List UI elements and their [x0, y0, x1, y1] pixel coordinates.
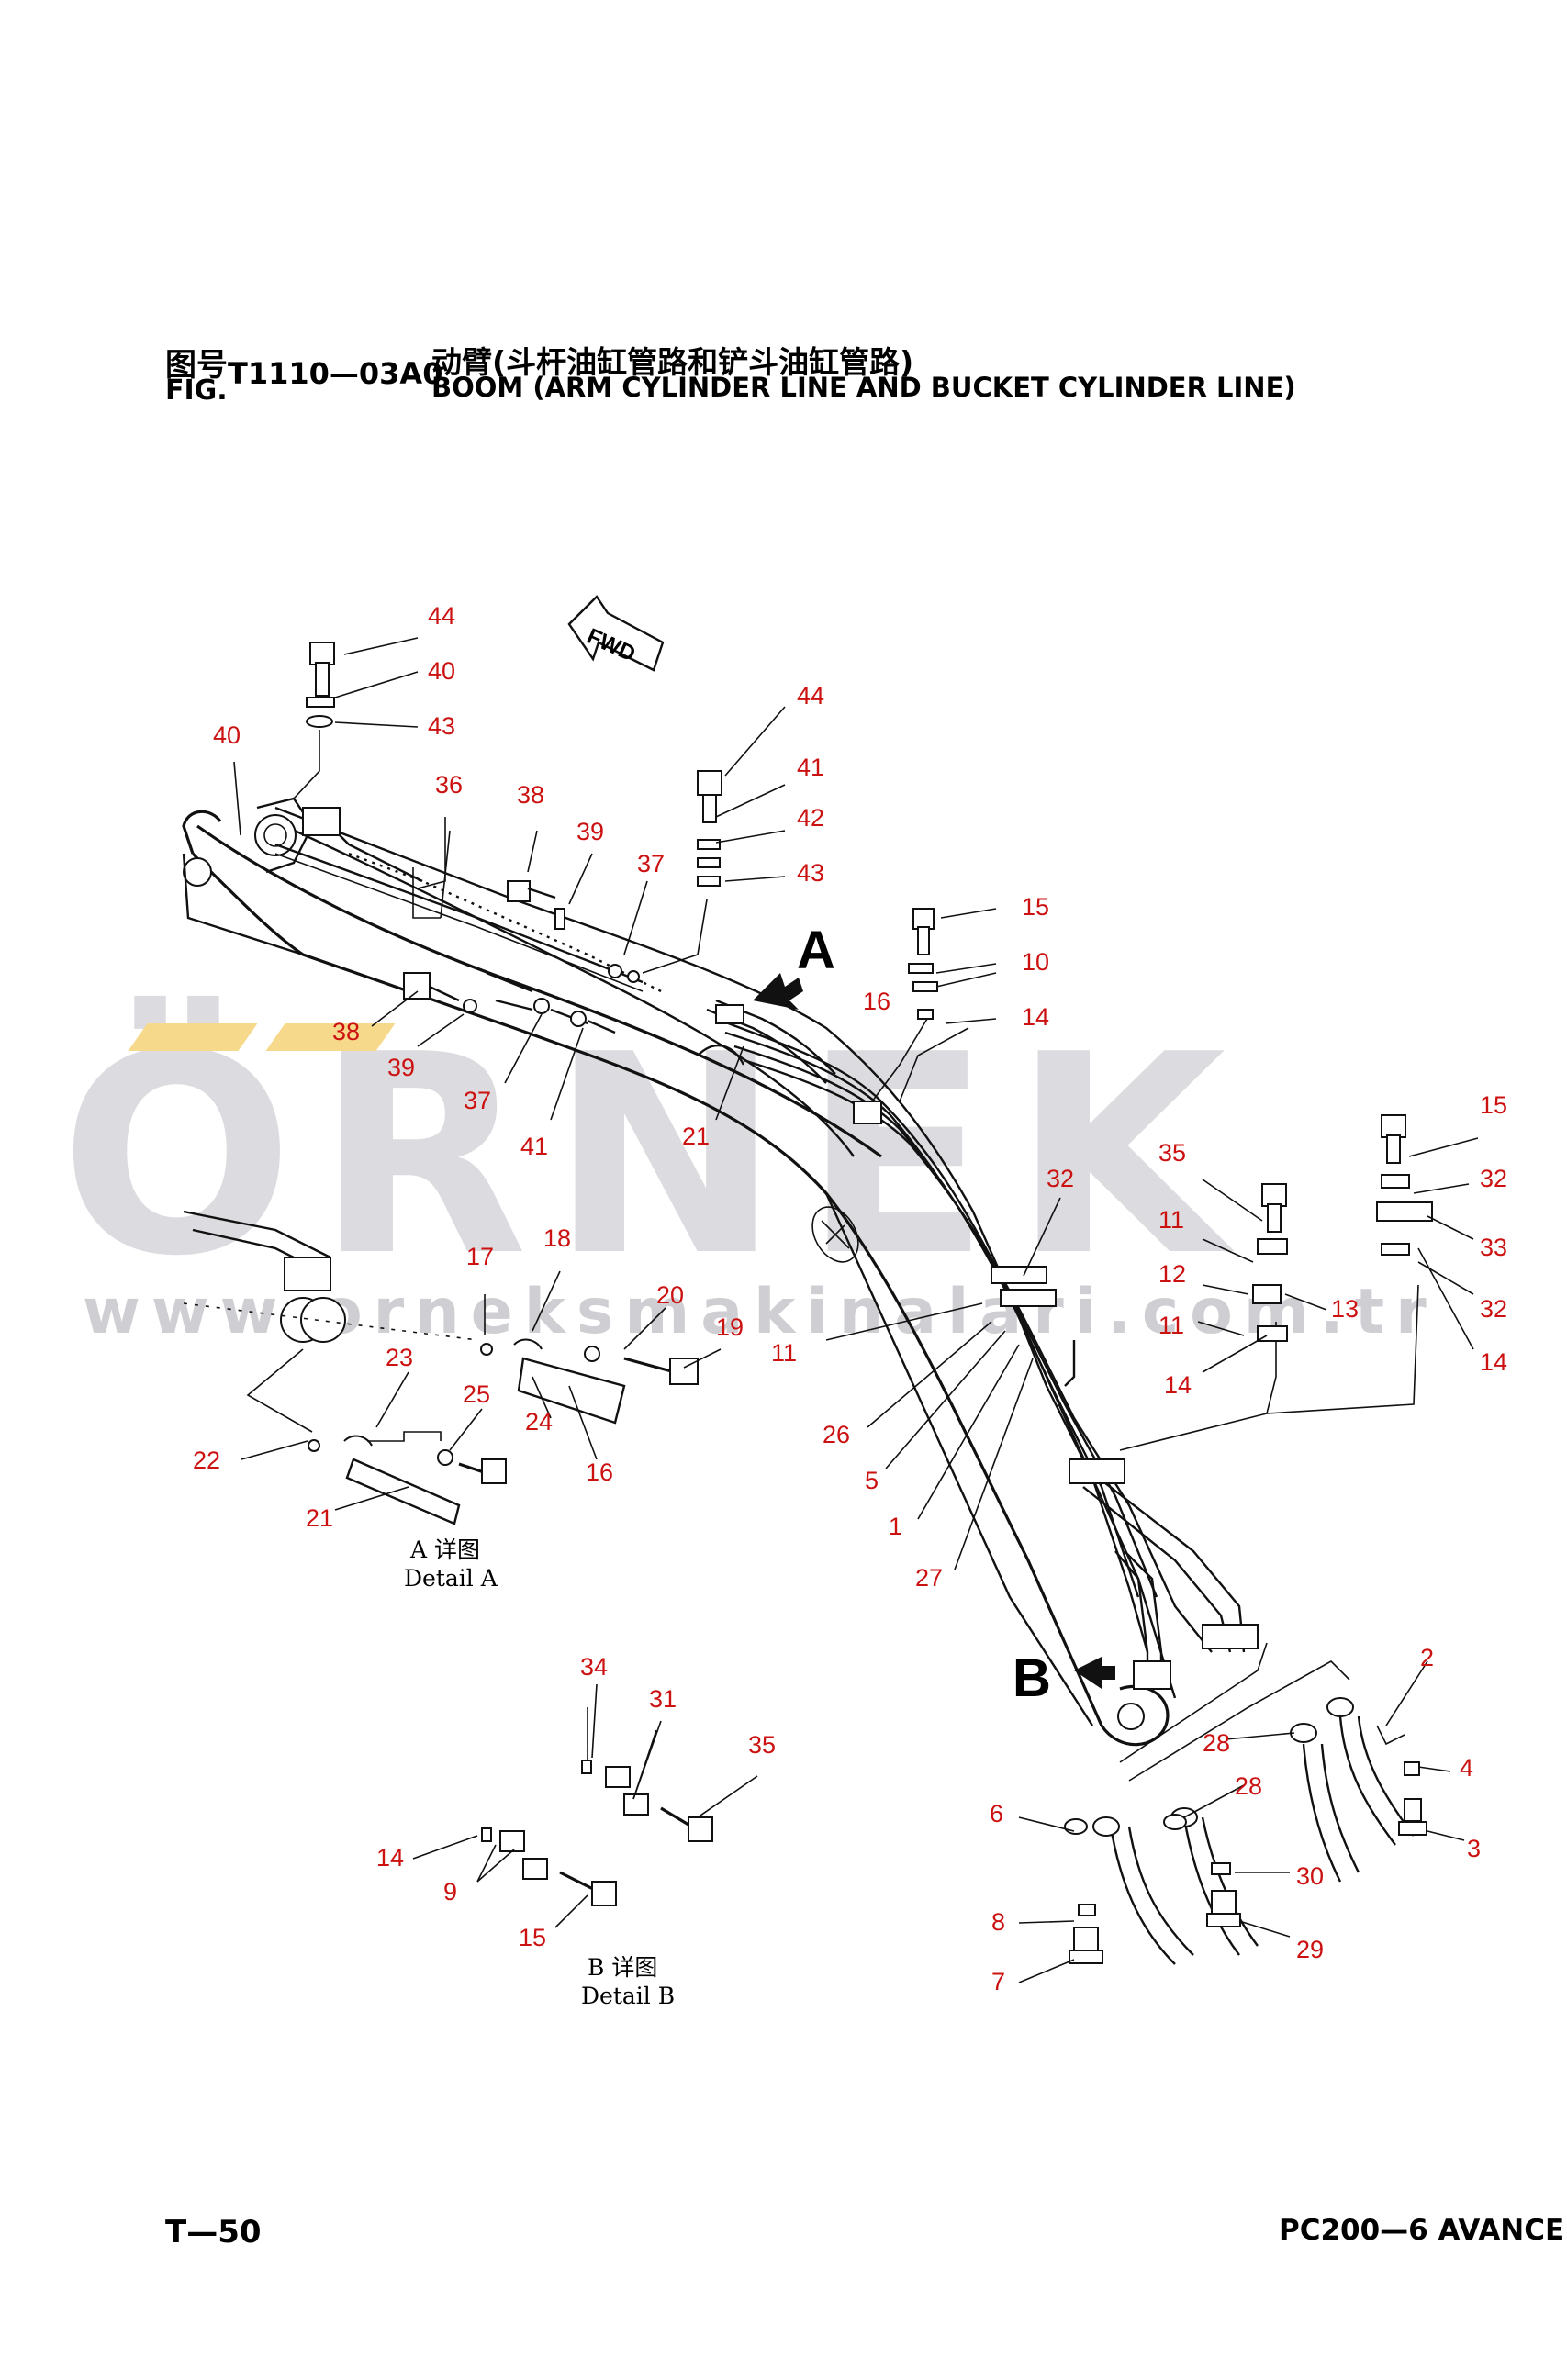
callout: 37 — [464, 1087, 491, 1114]
callout: 11 — [771, 1339, 797, 1367]
callout: 31 — [649, 1685, 677, 1713]
clamp-pieces — [348, 770, 938, 1124]
callout: 11 — [1158, 1206, 1184, 1234]
fwd-arrow-icon: FWD — [567, 595, 665, 672]
callout: 14 — [1022, 1003, 1049, 1031]
callout: 41 — [797, 754, 824, 781]
callout: 43 — [797, 859, 824, 887]
right-clamp-group — [1252, 1114, 1433, 1342]
callout: 27 — [915, 1564, 943, 1592]
callout: 36 — [435, 771, 463, 799]
callout: 35 — [748, 1731, 776, 1759]
callout: 14 — [1164, 1371, 1192, 1399]
detail-a-drawing — [183, 1210, 699, 1525]
callout: 4 — [1460, 1754, 1473, 1782]
view-marker-b: B — [1013, 1648, 1115, 1708]
callout: 1 — [889, 1513, 902, 1540]
callout: 28 — [1203, 1729, 1230, 1757]
callout: 32 — [1047, 1165, 1074, 1192]
callout: 26 — [823, 1421, 850, 1448]
page-number: T—50 — [165, 2214, 262, 2251]
detail-b-caption-en: Detail B — [581, 1983, 675, 2009]
callout: 18 — [543, 1224, 571, 1252]
callout: 11 — [1158, 1312, 1184, 1339]
title-cn: 动臂(斗杆油缸管路和铲斗油缸管路) — [431, 344, 914, 380]
callout: 34 — [580, 1653, 608, 1681]
callout: 7 — [991, 1968, 1005, 1995]
callout: 5 — [865, 1467, 879, 1494]
callout: 29 — [1296, 1936, 1324, 1963]
callout: 15 — [1480, 1091, 1507, 1119]
detail-a-caption-en: Detail A — [404, 1565, 498, 1592]
detail-b-caption-cn: B 详图 — [588, 1954, 657, 1981]
view-label-a: A — [797, 921, 835, 980]
leader-lines — [233, 637, 1479, 1983]
callout: 15 — [519, 1924, 546, 1951]
model-name: PC200—6 AVANCE — [1279, 2214, 1565, 2247]
callout: 6 — [990, 1800, 1003, 1827]
callout: 12 — [1158, 1260, 1186, 1288]
callout: 30 — [1296, 1862, 1324, 1890]
callout: 33 — [1480, 1234, 1507, 1261]
callout: 16 — [863, 988, 890, 1015]
callout: 10 — [1022, 948, 1049, 976]
top-bolt-group — [293, 642, 423, 883]
callout: 13 — [1331, 1295, 1359, 1323]
bottom-fittings — [1064, 1642, 1427, 1965]
callout: 39 — [576, 818, 604, 845]
callout: 38 — [517, 781, 544, 809]
callout: 40 — [213, 721, 241, 749]
callout: 25 — [463, 1380, 490, 1408]
callout: 32 — [1480, 1295, 1507, 1323]
callout: 43 — [428, 712, 455, 740]
fig-label-en: FIG. — [165, 374, 228, 407]
fig-number: T1110—03A0 — [228, 356, 443, 391]
callout: 17 — [466, 1243, 494, 1270]
callout: 23 — [386, 1344, 413, 1371]
detail-b-drawing — [476, 1707, 713, 1906]
callout: 28 — [1235, 1772, 1262, 1800]
title-en: BOOM (ARM CYLINDER LINE AND BUCKET CYLIN… — [431, 372, 1296, 403]
callout: 14 — [1480, 1348, 1507, 1376]
callout: 44 — [797, 682, 824, 710]
callout: 3 — [1467, 1835, 1481, 1862]
callout: 15 — [1022, 893, 1049, 921]
callout: 39 — [387, 1054, 415, 1081]
callout: 42 — [797, 804, 824, 832]
callout: 8 — [991, 1908, 1005, 1936]
callout: 22 — [193, 1447, 220, 1474]
callout: 21 — [306, 1504, 333, 1532]
callout: 14 — [376, 1844, 404, 1872]
callout: 35 — [1158, 1139, 1186, 1167]
callout: 24 — [525, 1408, 553, 1436]
boom-body — [182, 797, 1177, 1747]
callout: 32 — [1480, 1165, 1507, 1192]
detail-a-caption-cn: A 详图 — [409, 1536, 480, 1563]
callout: 37 — [637, 850, 665, 877]
callout: 38 — [332, 1018, 360, 1045]
callout: 19 — [716, 1313, 744, 1341]
view-marker-a: A — [753, 921, 835, 1010]
callout: 44 — [428, 602, 455, 630]
fwd-label: FWD — [583, 624, 639, 667]
callout: 16 — [586, 1458, 613, 1486]
view-label-b: B — [1013, 1648, 1051, 1708]
callout: 2 — [1420, 1644, 1434, 1671]
callout: 9 — [443, 1878, 457, 1905]
callout-numbers: 44 40 43 40 36 38 39 37 44 41 42 43 15 1… — [193, 602, 1507, 1995]
callout: 20 — [656, 1281, 684, 1309]
callout: 40 — [428, 657, 455, 685]
hydraulic-lines — [274, 843, 1419, 1690]
fig-label-cn: 图号 — [165, 347, 228, 384]
callout: 41 — [520, 1133, 548, 1160]
callout: 21 — [682, 1123, 710, 1150]
